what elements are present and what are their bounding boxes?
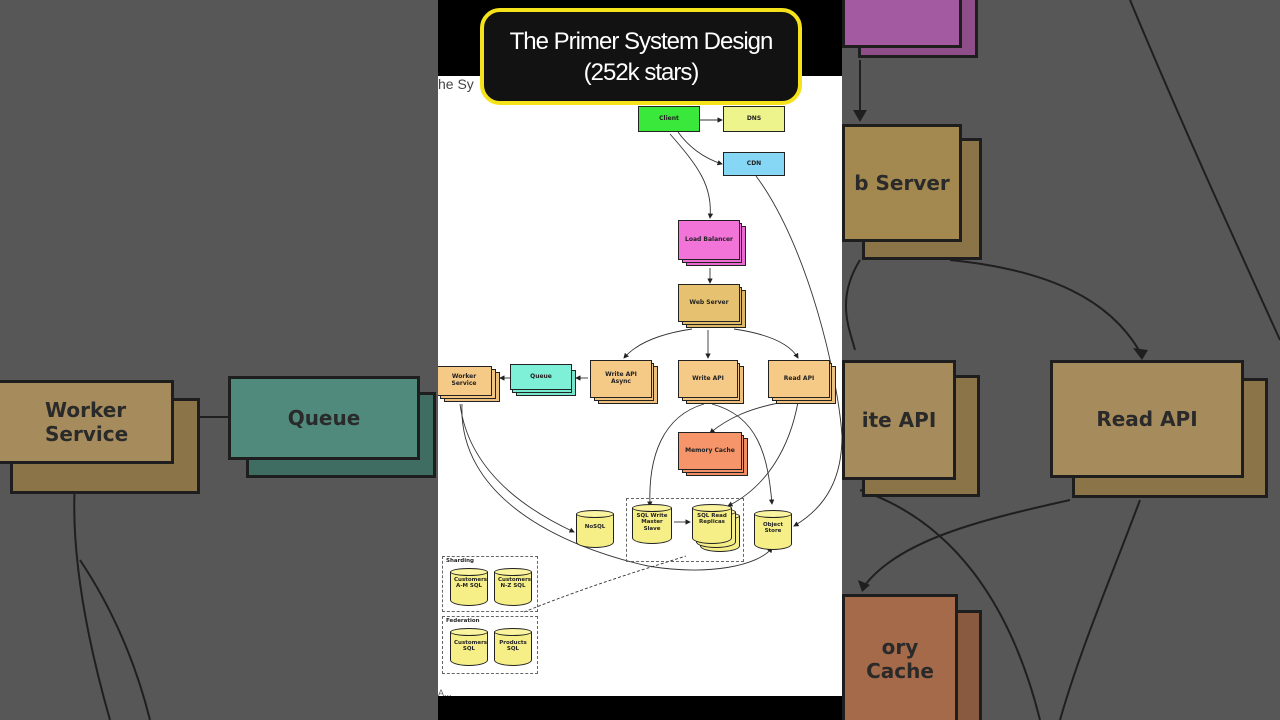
sharding-group <box>442 556 538 612</box>
write-api-node: Write API <box>678 360 738 398</box>
write-api-async-node: Write API Async <box>590 360 652 398</box>
bg-read-api-box: Read API <box>1050 360 1244 478</box>
sharding-label: Sharding <box>446 558 474 564</box>
document-page: he Sy <box>438 76 842 698</box>
sql-read-replicas-cylinder: SQL Read Replicas <box>692 504 732 544</box>
federation-label: Federation <box>446 618 480 624</box>
dns-node: DNS <box>723 106 785 132</box>
bg-worker-service-box: Worker Service <box>0 380 174 464</box>
video-frame: he Sy <box>438 0 842 720</box>
object-store-cylinder: Object Store <box>754 510 792 550</box>
worker-service-node: Worker Service <box>438 366 492 396</box>
document-footer-partial: A... <box>438 688 452 698</box>
sql-write-master-slave-cylinder: SQL Write Master Slave <box>632 504 672 544</box>
read-api-node: Read API <box>768 360 830 398</box>
customers-n-z-sql-cylinder: Customers N-Z SQL <box>494 568 532 606</box>
diagram-connectors <box>459 117 842 613</box>
bg-web-server-box: b Server <box>842 124 962 242</box>
title-line-1: The Primer System Design <box>509 27 774 55</box>
queue-node: Queue <box>510 364 572 390</box>
nosql-cylinder: NoSQL <box>576 510 614 548</box>
document-heading: he Sy <box>438 76 474 92</box>
customers-a-m-sql-cylinder: Customers A-M SQL <box>450 568 488 606</box>
bg-write-api-box: ite API <box>842 360 956 480</box>
bg-memory-cache-box: ory Cache <box>842 594 958 720</box>
federation-group <box>442 616 538 674</box>
title-line-2: (252k stars) <box>583 58 700 86</box>
title-banner: The Primer System Design (252k stars) <box>480 8 802 105</box>
web-server-node: Web Server <box>678 284 740 322</box>
bg-load-balancer-box <box>842 0 962 48</box>
memory-cache-node: Memory Cache <box>678 432 742 470</box>
client-node: Client <box>638 106 700 132</box>
load-balancer-node: Load Balancer <box>678 220 740 260</box>
bg-queue-box: Queue <box>228 376 420 460</box>
cdn-node: CDN <box>723 152 785 176</box>
sql-group <box>626 498 744 562</box>
products-sql-cylinder: Products SQL <box>494 628 532 666</box>
customers-sql-cylinder: Customers SQL <box>450 628 488 666</box>
